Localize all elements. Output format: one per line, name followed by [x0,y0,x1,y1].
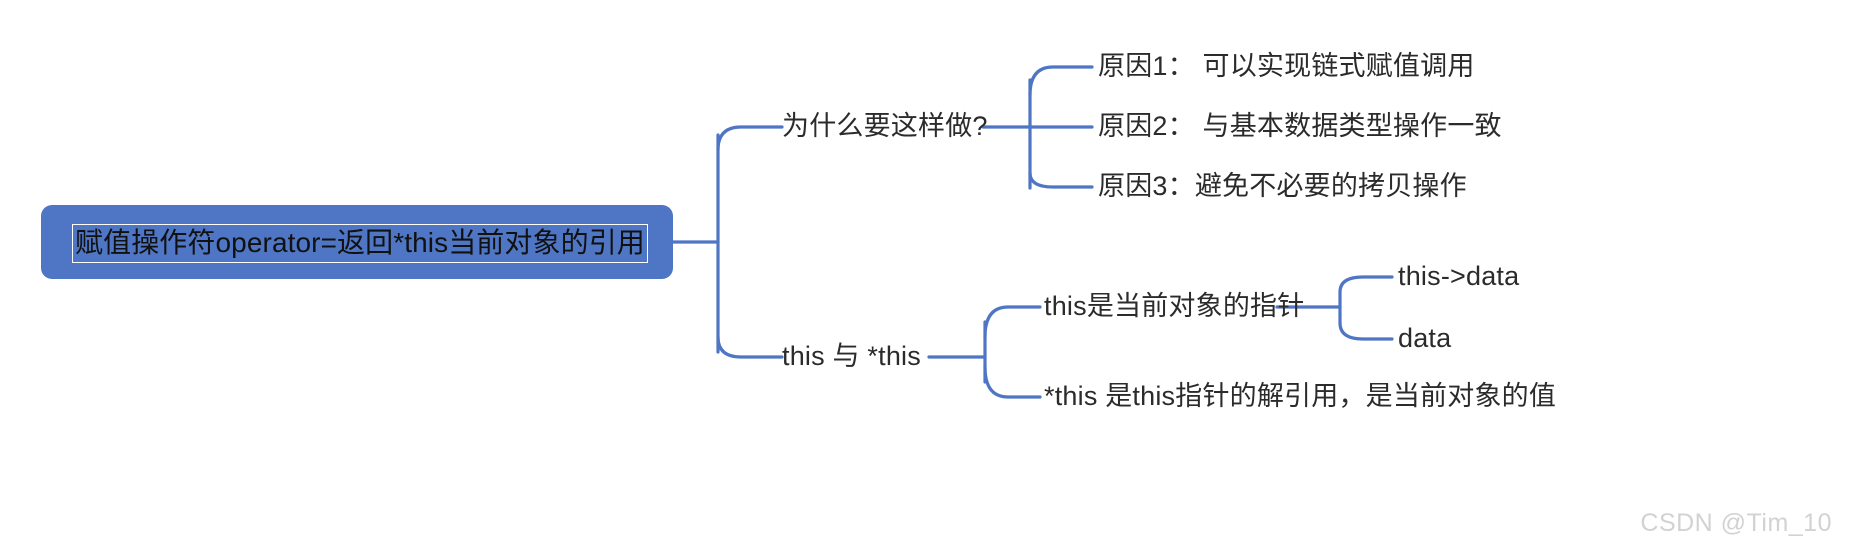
connector-this-child2 [983,365,1042,399]
root-node-text-box: 赋值操作符operator=返回*this当前对象的引用 [72,224,648,264]
connector-branch-this [716,335,784,359]
deref-this-label[interactable]: *this 是this指针的解引用，是当前对象的值 [1044,381,1557,411]
root-node[interactable]: 赋值操作符operator=返回*this当前对象的引用 [41,205,673,279]
this-data-label[interactable]: this->data [1398,261,1520,291]
connector-this-child1 [983,305,1042,339]
connector-pointer-data [1338,321,1394,341]
root-node-label: 赋值操作符operator=返回*this当前对象的引用 [75,227,645,258]
branch-why-label[interactable]: 为什么要这样做? [782,111,988,141]
reason-3-label[interactable]: 原因3：避免不必要的拷贝操作 [1098,171,1467,201]
connector-pointer-thisdata [1338,275,1394,294]
connector-branch-why [716,125,784,152]
this-pointer-label[interactable]: this是当前对象的指针 [1044,291,1305,321]
watermark-text: CSDN @Tim_10 [1640,509,1832,537]
connector-why-reason3 [1028,171,1094,189]
reason-1-label[interactable]: 原因1： 可以实现链式赋值调用 [1098,51,1475,81]
data-label[interactable]: data [1398,323,1452,353]
branch-this-label[interactable]: this 与 *this [782,341,921,371]
reason-2-label[interactable]: 原因2： 与基本数据类型操作一致 [1098,111,1502,141]
connector-why-reason1 [1028,65,1094,97]
